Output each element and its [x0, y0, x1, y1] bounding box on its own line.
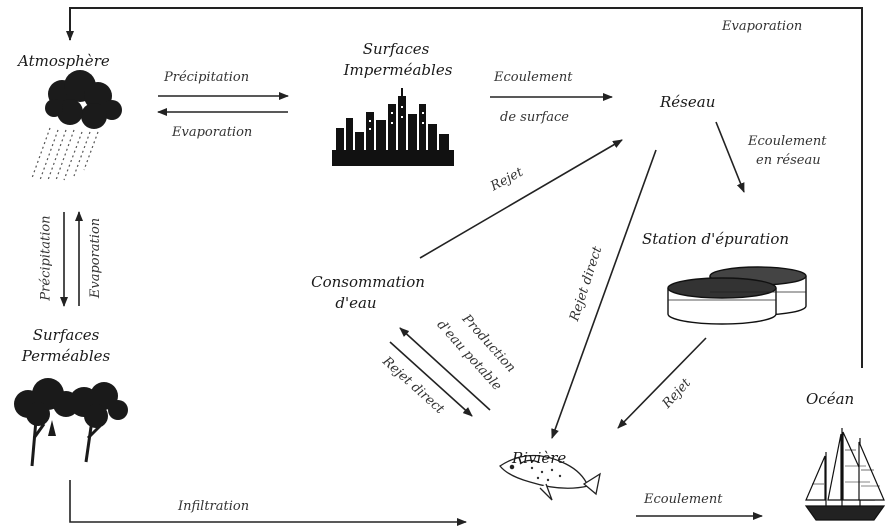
flow-ecoulement-reseau-line1: Ecoulement [748, 134, 827, 149]
node-station: Station d'épuration [642, 230, 790, 248]
arrow-production-eau-potable [399, 327, 491, 411]
arrow-rejet-consommation [419, 139, 623, 259]
node-reseau: Réseau [660, 93, 716, 111]
flow-evaporation-vertical: Evaporation [88, 217, 104, 299]
arrow-rejet-station [617, 337, 707, 429]
fish-icon [499, 454, 601, 501]
node-permeable-line2: Perméables [21, 347, 111, 365]
node-impermeable-line2: Imperméables [343, 61, 453, 79]
node-permeable-line1: Surfaces [32, 326, 100, 344]
flow-ecoulement-reseau-line2: en réseau [756, 153, 821, 168]
arrow-ecoulement-reseau [715, 121, 745, 193]
node-consommation-line1: Consommation [311, 273, 425, 291]
arrow-rejet-direct-reseau [551, 149, 657, 439]
flow-ecoulement-ocean: Ecoulement [644, 492, 723, 507]
rain-cloud-icon [31, 70, 122, 181]
flow-precipitation-top: Précipitation [164, 70, 250, 85]
flow-ecoulement-surface-line2: de surface [500, 110, 569, 125]
node-ocean: Océan [806, 390, 855, 408]
arrow-rejet-direct-riviere [389, 341, 473, 417]
flow-evaporation-top: Evaporation [172, 125, 253, 140]
flow-precipitation-vertical: Précipitation [38, 215, 54, 301]
node-consommation-line2: d'eau [335, 294, 377, 312]
flow-ecoulement-surface-line1: Ecoulement [494, 70, 573, 85]
node-atmosphere: Atmosphère [18, 52, 110, 70]
city-skyline-icon [332, 88, 454, 166]
flow-evaporation-ocean: Evaporation [722, 19, 803, 34]
trees-icon [14, 378, 128, 467]
treatment-tanks-icon [667, 266, 807, 325]
node-impermeable-line1: Surfaces [362, 40, 430, 58]
arrow-evaporation-ocean [66, 7, 863, 368]
node-riviere: Rivière [512, 449, 567, 467]
flow-infiltration: Infiltration [178, 499, 250, 514]
sailboat-icon [804, 428, 886, 521]
arrow-infiltration [69, 480, 467, 526]
